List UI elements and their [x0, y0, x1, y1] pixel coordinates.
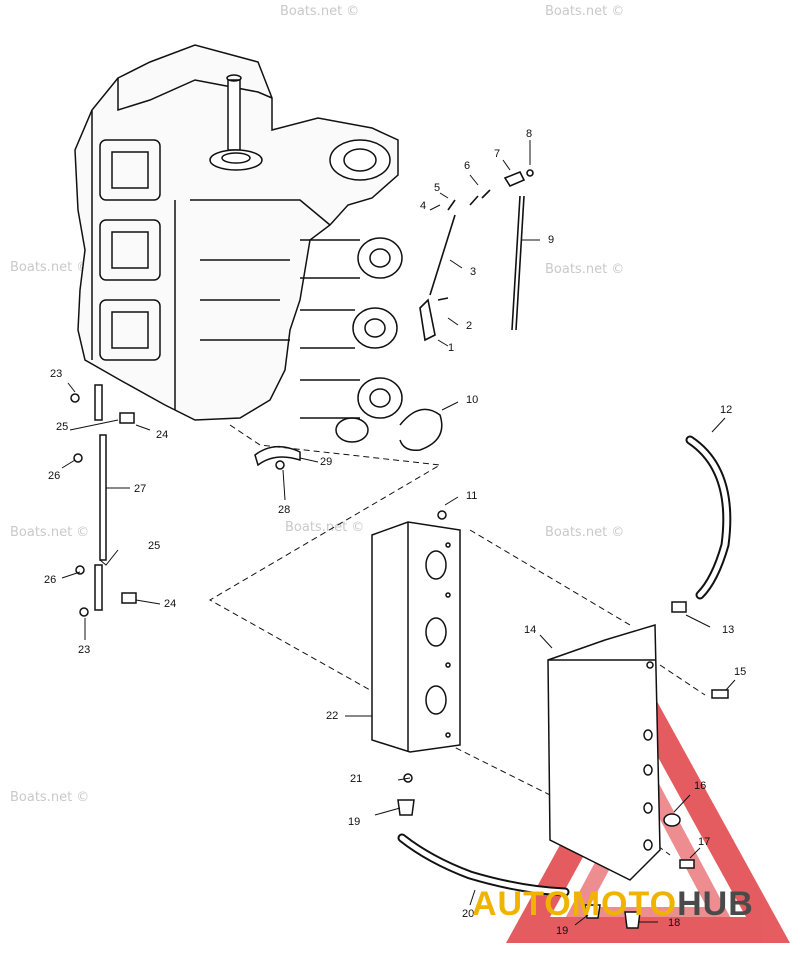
engine-block — [74, 44, 403, 443]
callout-4: 4 — [420, 200, 427, 212]
callout-19a: 19 — [348, 816, 361, 828]
cover-plate-14 — [547, 623, 661, 881]
callout-25a: 25 — [56, 421, 69, 433]
callout-10: 10 — [466, 394, 479, 406]
callout-26a: 26 — [48, 470, 61, 482]
callout-13: 13 — [722, 624, 735, 636]
callout-15: 15 — [734, 666, 747, 678]
watermark: Boats.net © — [10, 790, 90, 805]
brand-logo-text: AUTOMOTOHUB — [472, 885, 754, 924]
callout-9: 9 — [548, 234, 555, 246]
callout-14: 14 — [524, 624, 537, 636]
callout-18: 18 — [668, 917, 681, 929]
callout-22: 22 — [326, 710, 339, 722]
leader-lines — [61, 140, 736, 926]
bracket-27 — [70, 384, 301, 617]
callout-11: 11 — [466, 490, 478, 502]
linkage-rods — [419, 169, 534, 342]
gasket — [399, 408, 443, 452]
callout-26b: 26 — [44, 574, 57, 586]
callout-23b: 23 — [78, 644, 91, 656]
brand-part-auto: AUTO — [472, 885, 572, 923]
brand-part-hub: HUB — [677, 885, 754, 923]
callout-23a: 23 — [50, 368, 63, 380]
callout-21: 21 — [350, 773, 363, 785]
watermark: Boats.net © — [10, 260, 90, 275]
callout-7: 7 — [494, 148, 501, 160]
callout-19b: 19 — [556, 925, 569, 937]
brand-part-moto: MOTO — [571, 885, 678, 923]
watermark: Boats.net © — [10, 525, 90, 540]
callout-3: 3 — [470, 266, 477, 278]
callout-12: 12 — [720, 404, 733, 416]
callout-24b: 24 — [164, 598, 177, 610]
callout-25b: 25 — [148, 540, 161, 552]
callout-20: 20 — [462, 908, 475, 920]
callout-29: 29 — [320, 456, 333, 468]
callout-24a: 24 — [156, 429, 169, 441]
callout-28: 28 — [278, 504, 291, 516]
callout-8: 8 — [526, 128, 533, 140]
watermark: Boats.net © — [280, 4, 360, 19]
callout-5: 5 — [434, 182, 441, 194]
fittings — [397, 510, 729, 929]
callout-1: 1 — [448, 342, 455, 354]
callout-6: 6 — [464, 160, 471, 172]
callout-17: 17 — [698, 836, 711, 848]
watermark: Boats.net © — [545, 525, 625, 540]
callout-2: 2 — [466, 320, 473, 332]
watermark: Boats.net © — [285, 520, 365, 535]
cover-plate-22 — [371, 521, 461, 753]
callout-16: 16 — [694, 780, 707, 792]
watermark: Boats.net © — [545, 262, 625, 277]
watermark: Boats.net © — [545, 4, 625, 19]
callout-27: 27 — [134, 483, 147, 495]
